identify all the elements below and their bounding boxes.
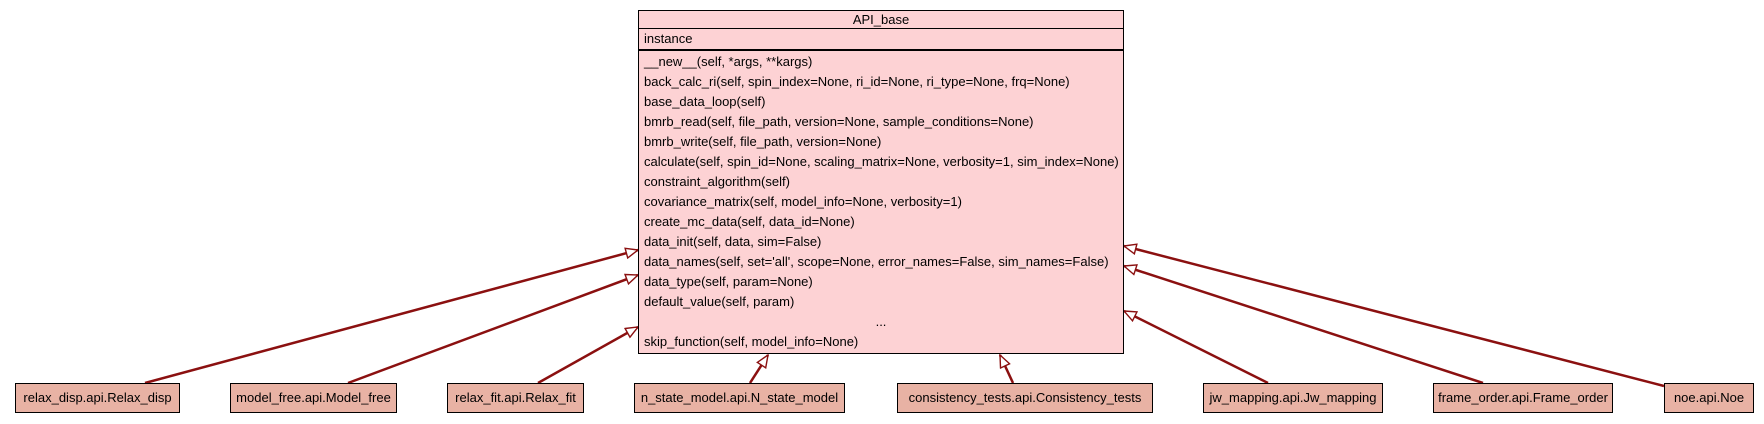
- method-list: __new__(self, *args, **kargs) back_calc_…: [639, 51, 1123, 352]
- subclass-jw-mapping[interactable]: jw_mapping.api.Jw_mapping: [1203, 383, 1383, 413]
- method-covariance-matrix: covariance_matrix(self, model_info=None,…: [644, 194, 962, 209]
- inheritance-edge-5: [998, 355, 1015, 384]
- subclass-n-state-model[interactable]: n_state_model.api.N_state_model: [634, 383, 845, 413]
- method-default-value: default_value(self, param): [644, 294, 795, 309]
- method-data-names: data_names(self, set='all', scope=None, …: [644, 254, 1109, 269]
- inheritance-edge-4: [748, 355, 770, 384]
- inheritance-edge-2: [347, 275, 638, 385]
- subclass-noe[interactable]: noe.api.Noe: [1664, 383, 1754, 413]
- inheritance-edge-8: [1124, 246, 1665, 388]
- method-constraint-algorithm: constraint_algorithm(self): [644, 174, 790, 189]
- inheritance-edge-7: [1124, 266, 1484, 385]
- subclass-consistency-tests[interactable]: consistency_tests.api.Consistency_tests: [897, 383, 1153, 413]
- method-skip-function: skip_function(self, model_info=None): [644, 334, 859, 349]
- method-bmrb-read: bmrb_read(self, file_path, version=None,…: [644, 114, 1034, 129]
- inheritance-edge-6: [1124, 309, 1269, 385]
- class-name: API_base: [639, 11, 1123, 29]
- method-base-data-loop: base_data_loop(self): [644, 94, 766, 109]
- subclass-model-free[interactable]: model_free.api.Model_free: [230, 383, 397, 413]
- method-ellipsis: ...: [875, 314, 887, 329]
- subclass-relax-fit[interactable]: relax_fit.api.Relax_fit: [447, 383, 584, 413]
- inheritance-edge-3: [537, 325, 638, 385]
- method-calculate: calculate(self, spin_id=None, scaling_ma…: [644, 154, 1119, 169]
- method-bmrb-write: bmrb_write(self, file_path, version=None…: [644, 134, 882, 149]
- inheritance-edge-1: [144, 250, 638, 385]
- api-base-class[interactable]: API_base instance __new__(self, *args, *…: [638, 10, 1124, 354]
- method-data-init: data_init(self, data, sim=False): [644, 234, 822, 249]
- method-new: __new__(self, *args, **kargs): [644, 54, 813, 69]
- class-attribute: instance: [639, 29, 1123, 51]
- method-create-mc-data: create_mc_data(self, data_id=None): [644, 214, 855, 229]
- method-data-type: data_type(self, param=None): [644, 274, 813, 289]
- method-back-calc-ri: back_calc_ri(self, spin_index=None, ri_i…: [644, 74, 1070, 89]
- subclass-relax-disp[interactable]: relax_disp.api.Relax_disp: [15, 383, 180, 413]
- subclass-frame-order[interactable]: frame_order.api.Frame_order: [1433, 383, 1613, 413]
